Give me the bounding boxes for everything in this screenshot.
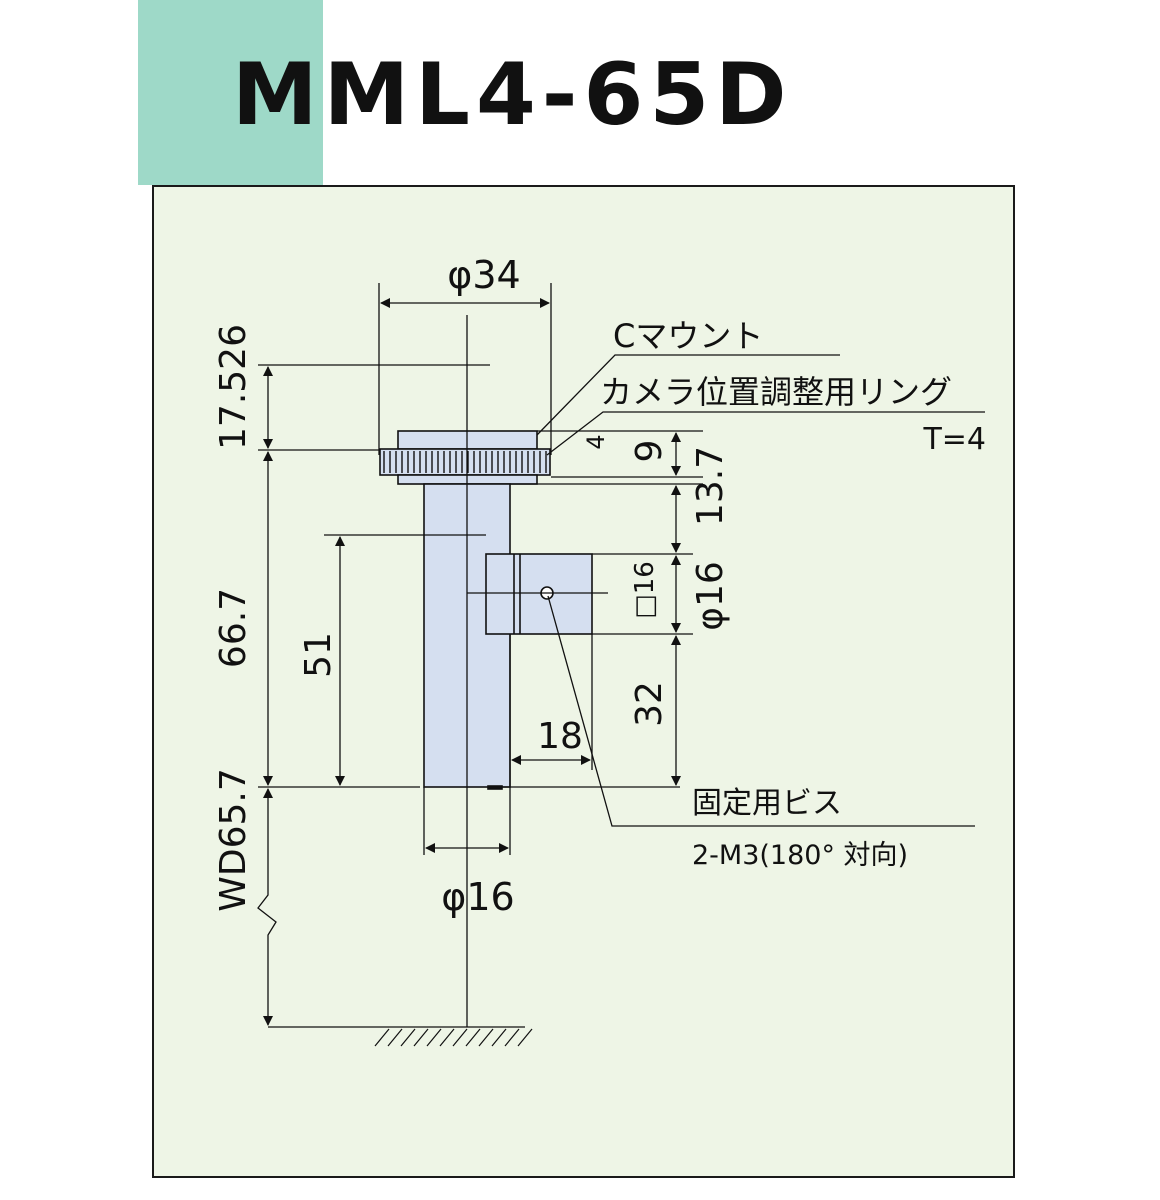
hatch-line — [452, 1028, 468, 1047]
barrel-tip-mark — [487, 785, 503, 790]
leader-fixing-screw — [547, 595, 975, 827]
callout-ring-thickness: T=4 — [922, 422, 986, 457]
knurled-ring — [379, 448, 551, 476]
label-knurl-ring-offset: 9 — [629, 440, 670, 463]
label-working-distance: WD65.7 — [213, 768, 254, 911]
hatch-line — [439, 1028, 455, 1047]
label-body-length: 66.7 — [213, 588, 254, 668]
label-port-depth: 18 — [537, 716, 583, 757]
title-accent-block — [138, 0, 323, 185]
hatch-line — [517, 1028, 533, 1047]
hatch-line — [400, 1028, 416, 1047]
label-lower-length: 51 — [298, 632, 339, 678]
leader-c-mount — [536, 354, 840, 436]
hatch-line — [374, 1028, 390, 1047]
wd-break-mark — [257, 885, 277, 945]
callout-screw-spec: 2-M3(180° 対向) — [692, 840, 908, 871]
side-port — [485, 553, 593, 635]
hatch-line — [491, 1028, 507, 1047]
hatch-line — [387, 1028, 403, 1047]
label-ring-thickness-mark: 4 — [582, 434, 610, 449]
callout-leaders — [536, 354, 985, 827]
page-title: MML4-65D — [232, 45, 793, 145]
work-surface-hatching — [374, 1028, 533, 1047]
label-top-diameter: φ34 — [447, 253, 520, 297]
hatch-line — [413, 1028, 429, 1047]
label-port-diameter: φ16 — [690, 561, 731, 631]
hatch-line — [504, 1028, 520, 1047]
label-port-size: □16 — [630, 561, 660, 619]
drawing-panel — [152, 185, 1015, 1178]
label-upper-section: 13.7 — [690, 446, 731, 526]
construction-lines — [257, 283, 703, 1028]
callout-fixing-screw: 固定用ビス — [692, 786, 842, 821]
leader-adjust-ring — [546, 411, 985, 456]
dimension-lines — [263, 298, 681, 1026]
label-port-height: 32 — [629, 681, 670, 727]
hatch-line — [465, 1028, 481, 1047]
label-c-mount-length: 17.526 — [213, 324, 254, 450]
hatch-line — [478, 1028, 494, 1047]
callout-c-mount: Cマウント — [613, 317, 763, 355]
hatch-line — [426, 1028, 442, 1047]
knurl-pattern — [383, 451, 547, 473]
callout-adjust-ring: カメラ位置調整用リング — [600, 373, 952, 411]
label-tip-diameter: φ16 — [441, 875, 514, 919]
